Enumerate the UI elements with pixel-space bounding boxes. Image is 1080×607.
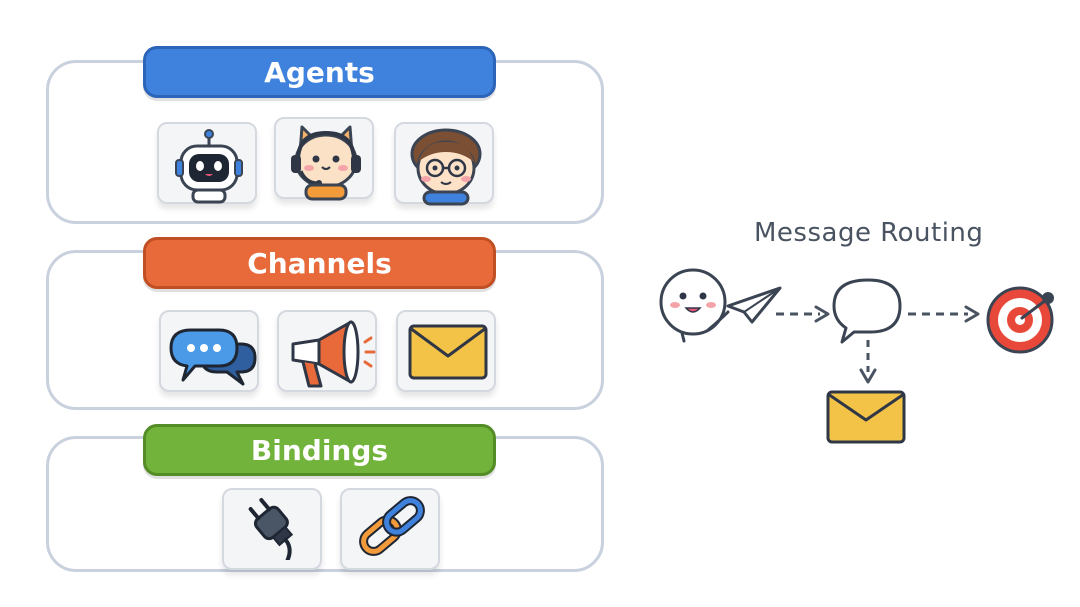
agents-header: Agents <box>143 46 496 98</box>
agents-label: Agents <box>264 55 375 89</box>
channels-label: Channels <box>247 246 392 280</box>
cat-headset-icon <box>291 125 361 201</box>
cat-tile <box>274 117 374 201</box>
chain-tile <box>340 488 440 570</box>
speech-bubble-icon <box>832 278 902 344</box>
plug-tile <box>222 488 322 570</box>
envelope-icon <box>408 324 488 380</box>
chain-link-icon <box>359 496 425 556</box>
routing-title: Message Routing <box>754 218 984 248</box>
target-icon <box>986 286 1054 354</box>
chat-tile <box>159 310 259 392</box>
channels-header: Channels <box>143 237 496 289</box>
robot-icon <box>175 129 243 204</box>
robot-tile <box>157 122 257 204</box>
bindings-header: Bindings <box>143 424 496 476</box>
sender-face-icon <box>659 268 730 343</box>
megaphone-icon <box>291 320 376 388</box>
envelope-tile <box>396 310 496 392</box>
person-glasses-icon <box>410 128 482 206</box>
routing-envelope-icon <box>826 390 906 444</box>
megaphone-tile <box>277 310 377 392</box>
bindings-label: Bindings <box>250 433 389 467</box>
plug-icon <box>248 498 294 560</box>
person-tile <box>394 122 494 206</box>
paper-plane-icon <box>726 286 782 324</box>
chat-bubbles-icon <box>169 328 257 386</box>
